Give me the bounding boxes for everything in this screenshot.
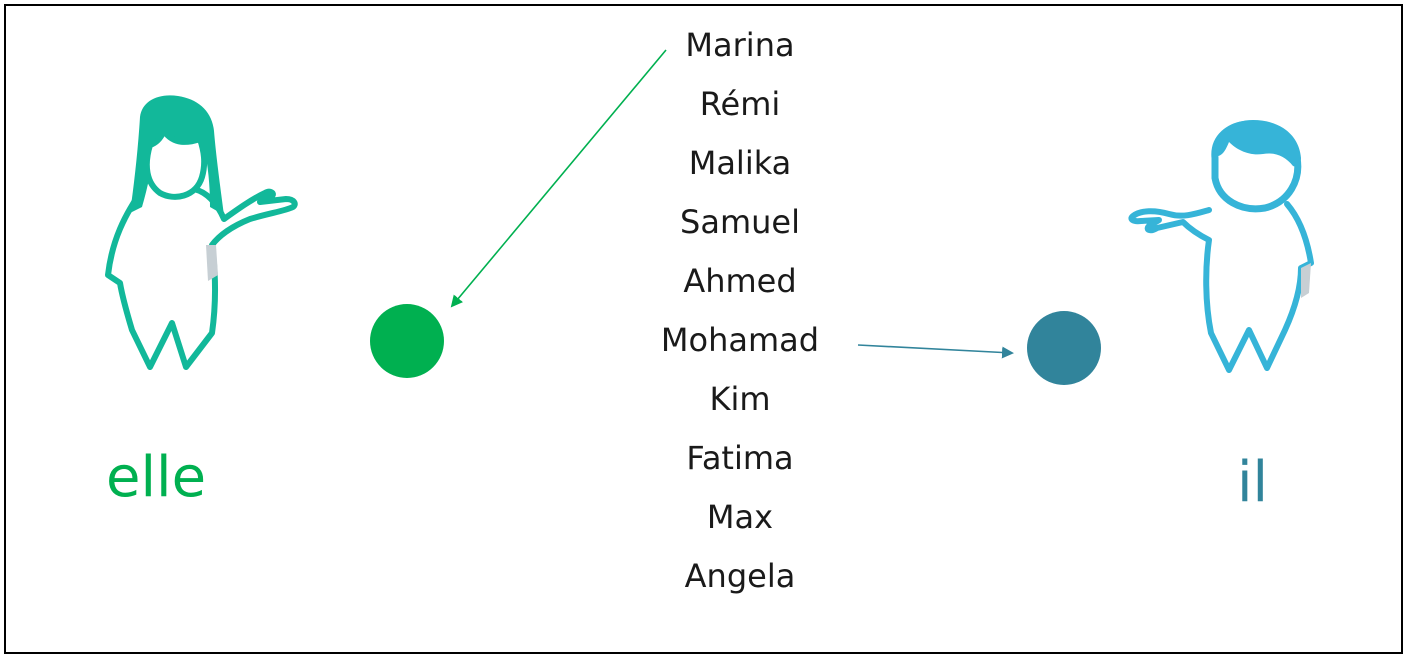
masculine-dot[interactable] (1027, 311, 1101, 385)
name-item[interactable]: Ahmed (683, 262, 797, 300)
arrow-mohamad-to-il (857, 344, 1014, 359)
pronoun-il: il (1237, 450, 1269, 515)
girl-figure-icon (105, 95, 298, 370)
arrows-layer (450, 49, 1014, 359)
boy-figure-icon (1128, 120, 1314, 373)
name-item[interactable]: Angela (684, 557, 796, 595)
name-item[interactable]: Mohamad (660, 321, 820, 359)
pronoun-elle: elle (106, 445, 207, 510)
name-item[interactable]: Samuel (680, 203, 800, 241)
name-item[interactable]: Fatima (686, 439, 794, 477)
name-item[interactable]: Max (706, 498, 774, 536)
name-item[interactable]: Marina (685, 26, 795, 64)
arrow-marina-to-elle (450, 49, 667, 308)
feminine-dot[interactable] (370, 304, 444, 378)
name-item[interactable]: Malika (688, 144, 792, 182)
names-list: Marina Rémi Malika Samuel Ahmed Mohamad … (600, 16, 880, 606)
name-item[interactable]: Kim (709, 380, 771, 418)
name-item[interactable]: Rémi (699, 85, 781, 123)
